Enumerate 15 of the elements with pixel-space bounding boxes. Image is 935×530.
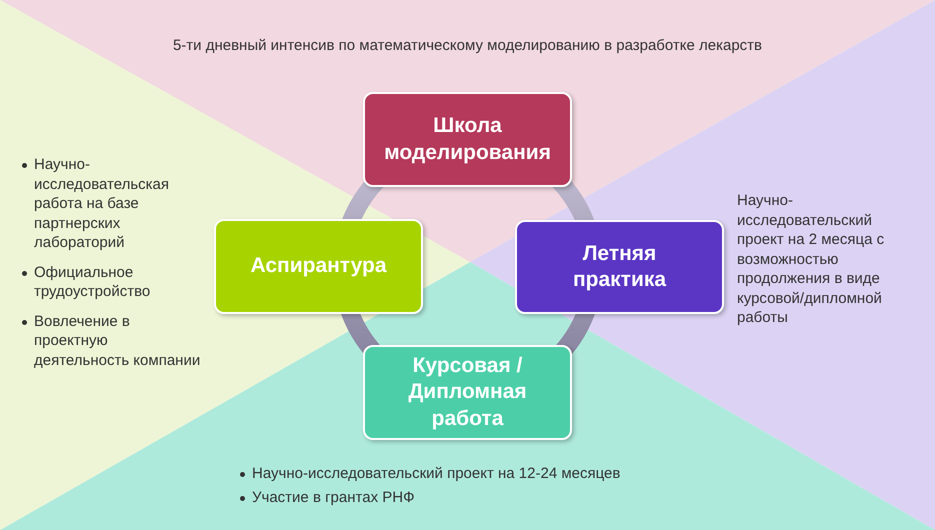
bullet-text: Участие в грантах РНФ — [252, 488, 414, 506]
bullet-text: Вовлечение в проектную деятельность компании — [34, 312, 200, 368]
stage-box — [515, 220, 724, 314]
stage-box — [363, 345, 572, 440]
stage-box — [214, 219, 423, 314]
stage-title: Школа моделирования — [384, 113, 551, 166]
description-text: Научно-исследовательский проект на 2 месяца с возможностью продолжения в виде курсовой/дипломной работы — [737, 191, 886, 328]
bullet-text: Официальное трудоустройство — [34, 264, 150, 300]
stage-box — [363, 92, 572, 187]
stage-title: Летняя практика — [572, 240, 668, 293]
description-text: 5-ти дневный интенсив по математическому моделированию в разработке лекарств — [172, 36, 764, 56]
bullet-text: Научно-исследовательский проект на 12-24 месяцев — [252, 465, 620, 482]
bullet-text: Научно-исследовательская работа на базе партнерских лабораторий — [34, 156, 170, 251]
stage-title: Курсовая / Дипломная работа — [407, 353, 528, 432]
stage-title: Аспирантура — [250, 253, 387, 280]
